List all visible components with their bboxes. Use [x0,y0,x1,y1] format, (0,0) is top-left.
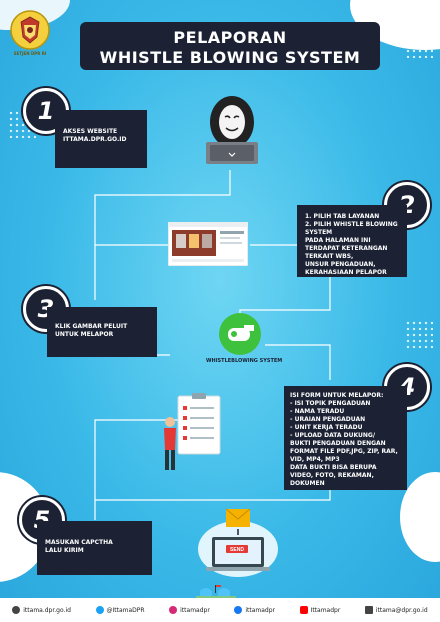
send-mail-illustration: SEND [198,508,278,577]
title-line-1: PELAPORAN [173,28,287,47]
send-button-label: SEND [230,547,244,553]
step-3-badge: 3 [23,286,69,332]
step-5-box: MASUKAN CAPCTHA LALU KIRIM [37,521,152,575]
step-4-line: - UPLOAD DATA DUKUNG/ [290,432,376,439]
footer-email[interactable]: ittama@dpr.go.id [364,606,428,614]
step-4-line: VIDEO, FOTO, REKAMAN, [290,472,374,479]
whistle-icon[interactable] [218,312,262,356]
step-4-line: FORMAT FILE PDF,JPG, ZIP, RAR, [290,448,398,455]
decor-dots [405,320,433,348]
step-2-line: UNSUR PENGADUAN, [305,261,376,268]
hacker-laptop-illustration [206,96,258,164]
footer-email-text: ittama@dpr.go.id [375,606,428,614]
form-checklist-illustration [164,393,221,470]
step-1-line: ITTAMA.DPR.GO.ID [63,136,127,143]
step-4-line: - URAIAN PENGADUAN [290,416,366,423]
footer-instagram-text: ittamadpr [180,606,210,614]
footer-instagram[interactable]: ittamadpr [169,606,210,614]
step-2-line: 1. PILIH TAB LAYANAN [305,213,380,220]
step-4-line: DOKUMEN [290,480,325,487]
step-2-line: TERDAPAT KETERANGAN [305,245,388,252]
footer-website[interactable]: ittama.dpr.go.id [12,606,71,614]
facebook-icon [234,606,243,614]
title-line-2: WHISTLE BLOWING SYSTEM [99,48,361,67]
parliament-building-illustration [196,585,236,599]
step-4-line: DATA BUKTI BISA BERUPA [290,464,377,471]
step-4-line: - NAMA TERADU [290,408,345,415]
step-3-line: KLIK GAMBAR PELUIT [55,323,128,330]
website-screenshot-illustration [168,222,248,266]
step-4-line: VID, MP4, MP3 [290,456,340,463]
step-2-box: 1. PILIH TAB LAYANAN 2. PILIH WHISTLE BL… [297,205,407,277]
step-4-box: ISI FORM UNTUK MELAPOR: - ISI TOPIK PENG… [284,386,407,490]
step-1-box: AKSES WEBSITE ITTAMA.DPR.GO.ID [55,110,147,168]
step-2-line: KERAHASIAAN PELAPOR [305,269,387,276]
logo-caption: SETJEN DPR RI [13,51,47,56]
whistleblowing-label: WHISTLEBLOWING SYSTEM [206,358,283,364]
decor-dots [405,30,433,58]
step-5-line: MASUKAN CAPCTHA [45,539,113,546]
footer-youtube[interactable]: Ittamadpr [299,606,341,614]
step-5-line: LALU KIRIM [45,547,84,554]
twitter-icon [95,606,104,614]
email-icon [364,606,373,614]
instagram-icon [169,606,178,614]
footer-facebook[interactable]: ittamadpr [234,606,275,614]
footer-website-text: ittama.dpr.go.id [23,606,71,614]
globe-icon [12,606,21,614]
footer-twitter[interactable]: @IttamaDPR [95,606,145,614]
footer-twitter-text: @IttamaDPR [106,606,145,614]
shield-garuda-logo [10,10,50,50]
step-1-line: AKSES WEBSITE [63,128,118,135]
page-title: PELAPORAN WHISTLE BLOWING SYSTEM [80,22,380,70]
footer-bar: ittama.dpr.go.id @IttamaDPR ittamadpr it… [0,598,440,622]
step-3-box: KLIK GAMBAR PELUIT UNTUK MELAPOR [47,307,157,357]
step-4-line: BUKTI PENGADUAN DENGAN [290,440,386,447]
step-2-line: PADA HALAMAN INI [305,237,371,244]
step-2-line: 2. PILIH WHISTLE BLOWING [305,221,398,228]
footer-youtube-text: Ittamadpr [310,606,341,614]
step-4-line: - ISI TOPIK PENGADUAN [290,400,371,407]
step-4-line: - UNIT KERJA TERADU [290,424,363,431]
footer-facebook-text: ittamadpr [245,606,275,614]
step-3-line: UNTUK MELAPOR [55,331,114,338]
step-2-line: SYSTEM [305,229,333,236]
step-2-line: TERKAIT WBS, [305,253,354,260]
step-4-line: ISI FORM UNTUK MELAPOR: [290,392,384,399]
youtube-icon [299,606,308,614]
